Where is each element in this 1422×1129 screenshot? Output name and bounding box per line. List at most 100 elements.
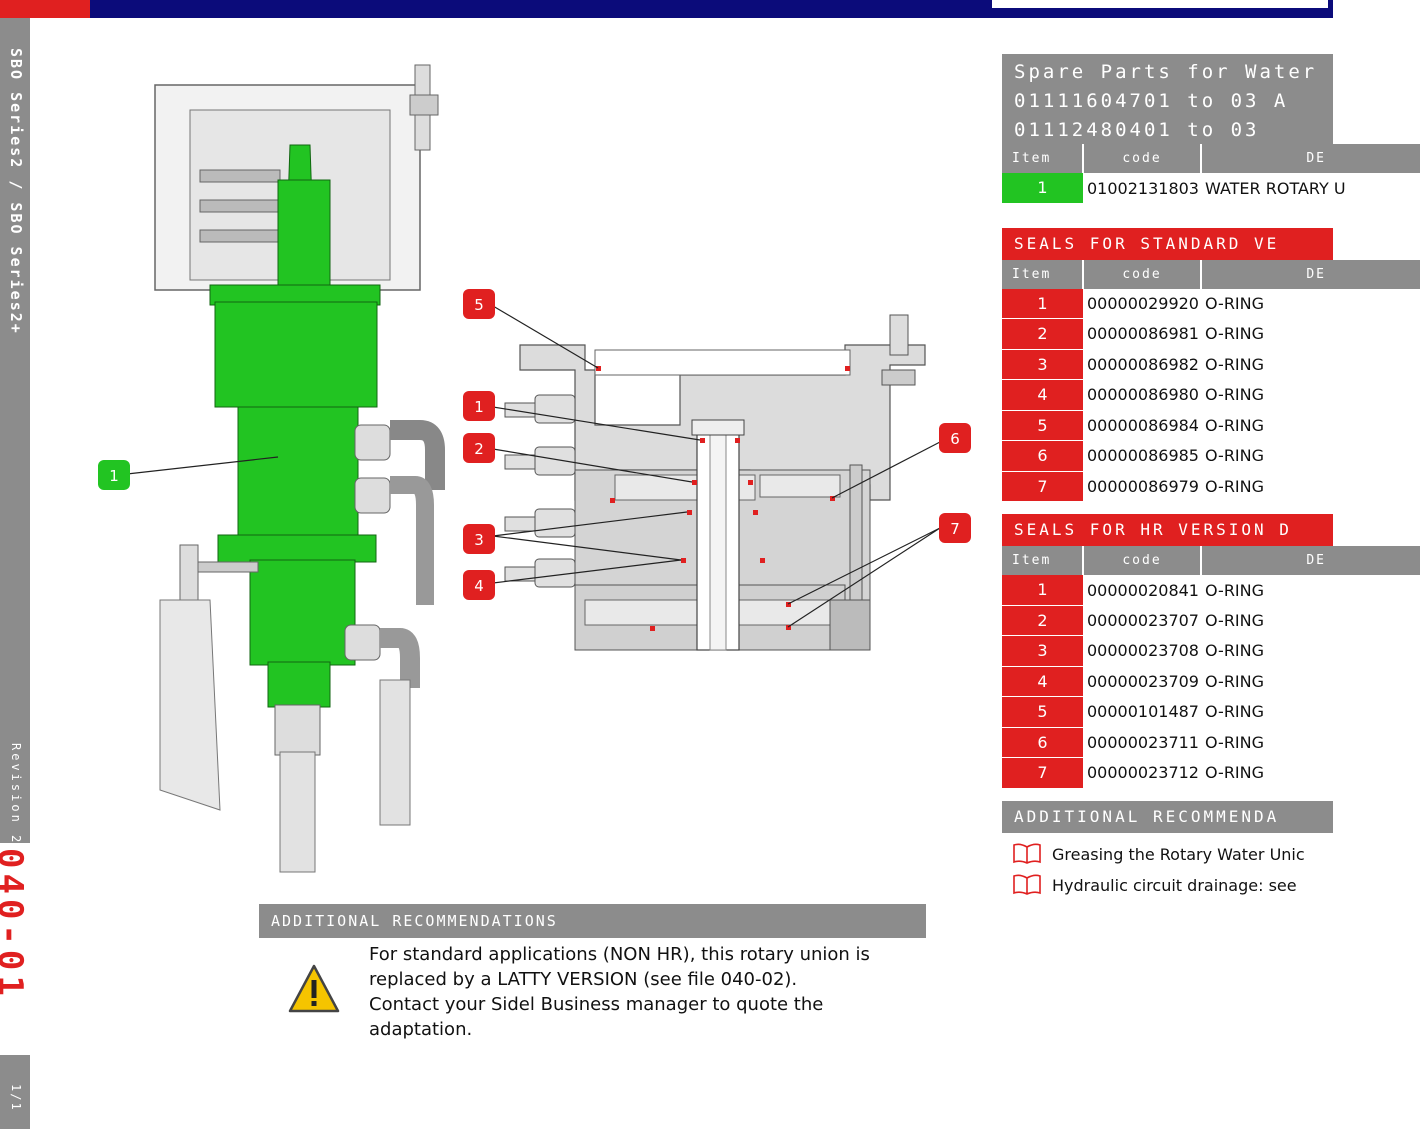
callout-2: 2 [474, 440, 484, 458]
column-description: DE [1201, 546, 1422, 575]
spare-parts-table: Item code DE 1 01002131803 WATER ROTARY … [1002, 144, 1422, 204]
recommendation-list: Greasing the Rotary Water Unic Hydraulic… [1002, 839, 1333, 901]
part-description: O-RING [1205, 385, 1265, 405]
list-item[interactable]: Hydraulic circuit drainage: see [1002, 870, 1333, 901]
item-number: 7 [1002, 757, 1083, 789]
seals-hr-header: SEALS FOR HR VERSION D [1002, 514, 1333, 546]
part-description: O-RING [1205, 610, 1265, 630]
spare-parts-ref: 01111604701 to 03 A [1014, 90, 1289, 112]
item-number: 2 [1002, 318, 1083, 350]
part-description: O-RING [1205, 702, 1265, 722]
column-item: Item [1002, 259, 1084, 289]
item-number: 2 [1002, 605, 1083, 636]
callout-5: 5 [474, 296, 484, 314]
part-description: O-RING [1205, 671, 1265, 691]
part-code[interactable]: 00000020841 [1087, 580, 1199, 600]
book-icon[interactable] [1002, 843, 1052, 865]
item-number: 6 [1002, 440, 1083, 472]
spare-parts-header: Spare Parts for Water 01111604701 to 03 … [1002, 54, 1333, 144]
spare-parts-title: Spare Parts for Water [1014, 61, 1318, 83]
series-label: SBO Series2 / SBO Series2+ [7, 48, 25, 335]
additional-recommendations-header: ADDITIONAL RECOMMENDATIONS [259, 904, 926, 938]
part-code[interactable]: 00000086979 [1087, 476, 1199, 496]
column-code: code [1083, 144, 1202, 173]
item-number: 3 [1002, 349, 1083, 380]
part-description: O-RING [1205, 476, 1265, 496]
part-code[interactable]: 00000086984 [1087, 415, 1199, 435]
part-code[interactable]: 00000101487 [1087, 702, 1199, 722]
item-number: 3 [1002, 635, 1083, 667]
recommendation-line: replaced by a LATTY VERSION (see file 04… [369, 969, 798, 990]
part-description: WATER ROTARY U [1205, 178, 1346, 198]
part-code[interactable]: 00000029920 [1087, 294, 1199, 313]
part-code[interactable]: 01002131803 [1087, 178, 1199, 198]
doc-code: 040-01 [0, 848, 30, 1001]
recommendation-text: For standard applications (NON HR), this… [369, 942, 909, 1042]
callout-7: 7 [950, 520, 960, 538]
part-code[interactable]: 00000023707 [1087, 610, 1199, 630]
table-row[interactable]: 1 01002131803 WATER ROTARY U [1002, 173, 1421, 204]
part-code[interactable]: 00000086985 [1087, 446, 1199, 466]
item-number: 5 [1002, 410, 1083, 441]
part-description: O-RING [1205, 446, 1265, 466]
item-number: 1 [1002, 173, 1083, 204]
part-description: O-RING [1205, 294, 1265, 313]
part-code[interactable]: 00000023711 [1087, 732, 1199, 752]
recommendation-line: For standard applications (NON HR), this… [369, 944, 870, 965]
callout-6: 6 [950, 430, 960, 448]
recommendation-line: adaptation. [369, 1019, 473, 1040]
part-code[interactable]: 00000086982 [1087, 354, 1199, 374]
part-description: O-RING [1205, 415, 1265, 435]
part-description: O-RING [1205, 763, 1265, 783]
top-search-box[interactable] [992, 0, 1328, 8]
item-number: 5 [1002, 696, 1083, 728]
callout-3: 3 [474, 531, 484, 549]
rotary-union-section-view: 5 1 2 3 4 6 7 [463, 289, 971, 651]
additional-recommendations-right-header: ADDITIONAL RECOMMENDA [1002, 800, 1333, 833]
column-description: DE [1201, 259, 1422, 289]
part-code[interactable]: 00000086981 [1087, 324, 1199, 344]
part-description: O-RING [1205, 732, 1265, 752]
column-code: code [1083, 546, 1202, 575]
item-number: 7 [1002, 471, 1083, 502]
item-number: 1 [1002, 288, 1083, 319]
list-item[interactable]: Greasing the Rotary Water Unic [1002, 839, 1333, 870]
column-code: code [1083, 259, 1202, 289]
parts-panel: Spare Parts for Water 01111604701 to 03 … [1002, 54, 1422, 901]
part-code[interactable]: 00000086980 [1087, 385, 1199, 405]
warning-icon [288, 964, 340, 1013]
seals-standard-header: SEALS FOR STANDARD VE [1002, 227, 1333, 260]
top-banner-accent [0, 0, 90, 18]
part-code[interactable]: 00000023708 [1087, 641, 1199, 661]
column-item: Item [1002, 144, 1084, 173]
recommendation-link[interactable]: Hydraulic circuit drainage: see [1052, 875, 1297, 895]
part-code[interactable]: 00000023712 [1087, 763, 1199, 783]
recommendation-link[interactable]: Greasing the Rotary Water Unic [1052, 844, 1305, 864]
part-description: O-RING [1205, 580, 1265, 600]
revision-label: Revision 2 [9, 743, 23, 846]
item-number: 4 [1002, 379, 1083, 411]
book-icon[interactable] [1002, 874, 1052, 896]
item-number: 1 [1002, 575, 1083, 606]
part-description: O-RING [1205, 354, 1265, 374]
column-item: Item [1002, 546, 1084, 575]
part-description: O-RING [1205, 641, 1265, 661]
callout-1-green: 1 [109, 467, 119, 485]
part-code[interactable]: 00000023709 [1087, 671, 1199, 691]
